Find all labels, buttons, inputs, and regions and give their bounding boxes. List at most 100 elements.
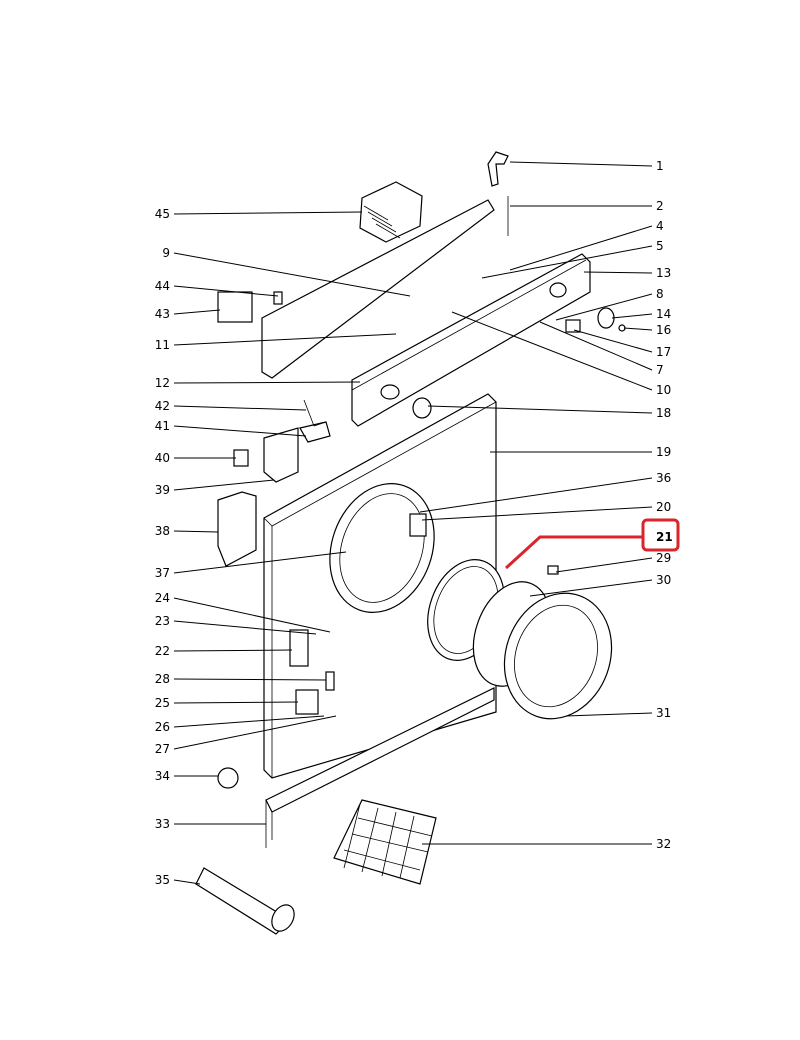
part-label-44: 44 (155, 279, 170, 293)
part-38 (217, 491, 257, 567)
part-label-17: 17 (656, 345, 671, 359)
part-label-4: 4 (656, 219, 664, 233)
leader-line-39 (173, 479, 275, 491)
leader-line-11 (173, 333, 397, 346)
part-25 (295, 689, 319, 715)
leader-line-29 (555, 557, 653, 573)
part-label-19: 19 (656, 445, 671, 459)
leader-line-27 (173, 715, 337, 750)
leader-line-35 (173, 879, 201, 885)
part-label-26: 26 (155, 720, 170, 734)
highlight-leader (504, 535, 643, 570)
part-28 (325, 671, 335, 691)
part-label-22: 22 (155, 644, 170, 658)
part-20 (409, 513, 427, 537)
part-40 (233, 449, 249, 467)
parts (195, 151, 626, 935)
part-label-14: 14 (656, 307, 671, 321)
part-label-20: 20 (656, 500, 671, 514)
leader-line-45 (173, 211, 363, 215)
part-label-23: 23 (155, 614, 170, 628)
part-label-18: 18 (656, 406, 671, 420)
leader-line-22 (173, 649, 293, 652)
leader-line-28 (173, 678, 327, 681)
leader-line-10 (451, 311, 653, 391)
part-label-5: 5 (656, 239, 664, 253)
part-control-plate (261, 199, 495, 379)
highlight-box (641, 518, 680, 552)
part-14 (597, 307, 615, 329)
part-41 (299, 421, 331, 443)
part-42 (303, 399, 327, 427)
part-label-9: 9 (162, 246, 170, 260)
part-label-31: 31 (656, 706, 671, 720)
part-label-43: 43 (155, 307, 170, 321)
part-label-7: 7 (656, 363, 664, 377)
part-label-36: 36 (656, 471, 671, 485)
part-label-21: 21 (656, 530, 673, 544)
part-label-27: 27 (155, 742, 170, 756)
part-label-39: 39 (155, 483, 170, 497)
leader-line-17 (573, 329, 653, 353)
leader-line-24 (173, 597, 331, 633)
part-45-transformer (359, 181, 423, 243)
part-22 (289, 629, 309, 667)
part-label-32: 32 (656, 837, 671, 851)
leader-line-12 (173, 381, 361, 384)
leader-line-30 (529, 579, 653, 597)
part-29 (547, 565, 559, 575)
part-31-door-ring (503, 592, 613, 720)
leader-line-43 (173, 309, 221, 315)
part-label-38: 38 (155, 524, 170, 538)
part-label-30: 30 (656, 573, 671, 587)
part-43-timer (217, 291, 253, 323)
leader-line-42 (173, 405, 307, 411)
leader-line-16 (623, 327, 653, 331)
leader-line-5 (481, 245, 653, 279)
part-label-28: 28 (155, 672, 170, 686)
leader-line-4 (509, 225, 653, 271)
leader-line-7 (539, 321, 653, 371)
part-label-41: 41 (155, 419, 170, 433)
leader-line-9 (173, 252, 411, 297)
part-17 (565, 319, 581, 333)
part-label-11: 11 (155, 338, 170, 352)
leader-line-37 (173, 551, 347, 574)
part-label-2: 2 (656, 199, 664, 213)
leader-line-8 (555, 293, 653, 321)
part-18-knob (412, 397, 432, 419)
part-label-37: 37 (155, 566, 170, 580)
leader-line-1 (509, 161, 653, 167)
part-36-door (329, 483, 435, 613)
leader-line-44 (173, 285, 279, 297)
part-label-8: 8 (656, 287, 664, 301)
part-13-panel (351, 253, 591, 427)
leader-line-38 (173, 530, 219, 533)
part-label-42: 42 (155, 399, 170, 413)
leader-line-18 (427, 405, 653, 414)
part-34 (217, 767, 239, 789)
part-labels: 1245138141617710181936202129303132459444… (155, 159, 673, 887)
leader-line-36 (419, 477, 653, 513)
leader-line-41 (173, 425, 307, 437)
part-label-24: 24 (155, 591, 170, 605)
leader-line-14 (611, 313, 653, 319)
leader-line-13 (583, 271, 653, 274)
leader-line-25 (173, 701, 299, 704)
leader-line-26 (173, 715, 325, 728)
part-44 (273, 291, 283, 305)
leader-line-23 (173, 620, 317, 635)
part-label-25: 25 (155, 696, 170, 710)
part-35-hose (195, 867, 295, 935)
part-label-33: 33 (155, 817, 170, 831)
leader-line-31 (565, 712, 653, 717)
part-label-35: 35 (155, 873, 170, 887)
leader-line-20 (421, 506, 653, 521)
part-label-13: 13 (656, 266, 671, 280)
part-label-34: 34 (155, 769, 170, 783)
part-label-29: 29 (656, 551, 671, 565)
leader-lines (173, 161, 653, 885)
part-1 (487, 151, 509, 187)
part-label-40: 40 (155, 451, 170, 465)
